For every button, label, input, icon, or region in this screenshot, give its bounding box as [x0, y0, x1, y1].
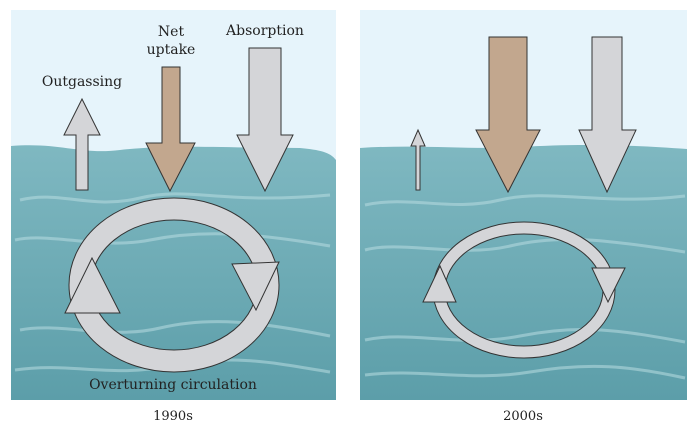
net-uptake-arrow: [145, 66, 196, 193]
outgassing-arrow: [410, 128, 426, 191]
circulation-arrowhead-up: [422, 264, 457, 303]
circulation-arrowhead-up: [64, 256, 121, 314]
water-ripples: [14, 192, 331, 374]
water-ripples: [364, 194, 686, 380]
overturning-circulation-loop: [422, 221, 626, 359]
circulation-arrowhead-down: [591, 267, 626, 304]
caption-1990s: 1990s: [153, 409, 193, 424]
circulation-arrowhead-down: [231, 261, 280, 312]
caption-2000s: 2000s: [503, 409, 543, 424]
absorption-arrow: [236, 47, 294, 193]
outgassing-label: Outgassing: [42, 74, 122, 90]
panel-2000s: [360, 10, 687, 400]
water: [360, 144, 687, 400]
panel-1990s: Outgassing Net uptake Absorption Overtur…: [11, 10, 336, 400]
net-uptake-arrow: [475, 36, 541, 194]
outgassing-arrow: [63, 97, 101, 191]
net-uptake-label-line2: uptake: [147, 42, 196, 58]
overturning-circulation-loop: [64, 197, 280, 373]
absorption-arrow: [578, 36, 637, 194]
absorption-label: Absorption: [225, 23, 304, 39]
net-uptake-label-line1: Net: [158, 24, 185, 40]
circulation-label: Overturning circulation: [89, 377, 257, 393]
